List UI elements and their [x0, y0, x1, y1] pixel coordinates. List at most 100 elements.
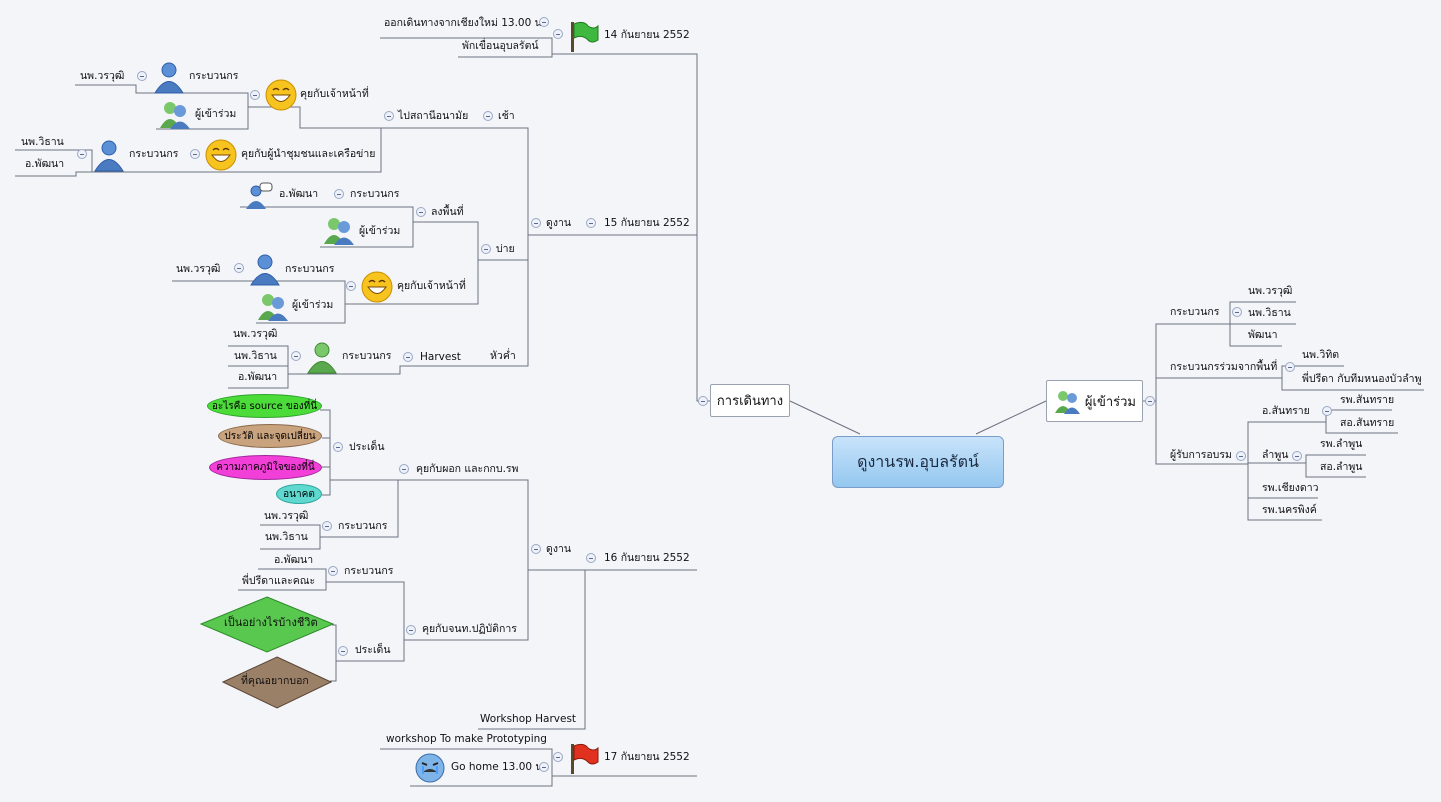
r-sansai[interactable]: อ.สันทราย	[1262, 405, 1310, 417]
collapse-facilitator-4[interactable]	[234, 263, 244, 273]
collapse-day3[interactable]	[586, 553, 596, 563]
participants-topic[interactable]: ผู้เข้าร่วม	[1046, 380, 1143, 422]
dr-worawut-4[interactable]: นพ.วรวุฒิ	[264, 510, 309, 522]
collapse-day2-visit[interactable]	[531, 218, 541, 228]
day3-date[interactable]: 16 กันยายน 2552	[604, 552, 690, 564]
collapse-afternoon[interactable]	[481, 244, 491, 254]
collapse-go-home[interactable]	[539, 762, 549, 772]
collapse-day1[interactable]	[553, 29, 563, 39]
journey-topic[interactable]: การเดินทาง	[710, 384, 790, 417]
collapse-facilitator-3[interactable]	[334, 189, 344, 199]
r-sansai-2[interactable]: สอ.สันทราย	[1340, 417, 1395, 429]
collapse-facilitator-6[interactable]	[322, 521, 332, 531]
a-pattana-4[interactable]: อ.พัฒนา	[274, 554, 314, 566]
r-fac-2[interactable]: นพ.วิธาน	[1248, 307, 1291, 319]
r-chiangdao[interactable]: รพ.เชียงดาว	[1262, 482, 1319, 494]
day2-evening[interactable]: หัวค่ำ	[490, 350, 516, 362]
day1-date[interactable]: 14 กันยายน 2552	[604, 29, 690, 41]
collapse-clinic[interactable]	[384, 111, 394, 121]
collapse-issues-1[interactable]	[333, 442, 343, 452]
participants-1[interactable]: ผู้เข้าร่วม	[195, 108, 237, 120]
collapse-field[interactable]	[416, 207, 426, 217]
day2-afternoon[interactable]: บ่าย	[496, 243, 515, 255]
collapse-r-lamphun[interactable]	[1292, 451, 1302, 461]
r-fac-1[interactable]: นพ.วรวุฒิ	[1248, 285, 1293, 297]
r-sansai-1[interactable]: รพ.สันทราย	[1340, 394, 1395, 406]
r-lamphun-1[interactable]: รพ.ลำพูน	[1320, 438, 1363, 450]
day3-workshop[interactable]: Workshop Harvest	[480, 713, 577, 725]
talk-officer-1[interactable]: คุยกับเจ้าหน้าที่	[300, 88, 369, 100]
dr-worawut-3[interactable]: นพ.วรวุฒิ	[233, 328, 278, 340]
collapse-day1-item[interactable]	[539, 17, 549, 27]
day1-departure[interactable]: ออกเดินทางจากเชียงใหม่ 13.00 น.	[384, 17, 546, 29]
collapse-facilitator-1[interactable]	[137, 71, 147, 81]
facilitator-3[interactable]: กระบวนกร	[350, 188, 400, 200]
r-trainees[interactable]: ผู้รับการอบรม	[1170, 449, 1232, 461]
dr-worawut-2[interactable]: นพ.วรวุฒิ	[176, 263, 221, 275]
r-lamphun[interactable]: ลำพูน	[1262, 449, 1289, 461]
issue-history[interactable]: ประวัติ และจุดเปลี่ยน	[218, 424, 322, 448]
root-topic[interactable]: ดูงานรพ.อุบลรัตน์	[832, 436, 1004, 488]
issues-1[interactable]: ประเด็น	[349, 441, 385, 453]
participants-3[interactable]: ผู้เข้าร่วม	[292, 299, 334, 311]
collapse-talk-leaders[interactable]	[190, 149, 200, 159]
collapse-participants[interactable]	[1145, 396, 1155, 406]
issue-future[interactable]: อนาคต	[276, 484, 322, 504]
collapse-r-trainees[interactable]	[1236, 451, 1246, 461]
day2-morning[interactable]: เช้า	[498, 110, 515, 122]
collapse-r-sansai[interactable]	[1322, 406, 1332, 416]
preeda-team[interactable]: พี่ปรีดาและคณะ	[242, 575, 316, 587]
day2-date[interactable]: 15 กันยายน 2552	[604, 217, 690, 229]
facilitator-7[interactable]: กระบวนกร	[344, 565, 394, 577]
facilitator-4[interactable]: กระบวนกร	[285, 263, 335, 275]
dr-withan-3[interactable]: นพ.วิธาน	[265, 531, 308, 543]
collapse-journey[interactable]	[698, 396, 708, 406]
r-local-2[interactable]: พี่ปรีดา กับทีมหนองบัวลำพู	[1302, 373, 1422, 385]
talk-staff[interactable]: คุยกับจนท.ปฏิบัติการ	[422, 623, 517, 635]
day3-visit[interactable]: ดูงาน	[546, 543, 572, 555]
day1-stay[interactable]: พักเขื่อนอุบลรัตน์	[462, 40, 539, 52]
day2-harvest[interactable]: Harvest	[420, 351, 461, 363]
day4-go-home[interactable]: Go home 13.00 น.	[451, 761, 546, 773]
a-pattana-1[interactable]: อ.พัฒนา	[25, 158, 65, 170]
facilitator-2[interactable]: กระบวนกร	[129, 148, 179, 160]
participants-2[interactable]: ผู้เข้าร่วม	[359, 225, 401, 237]
day2-field[interactable]: ลงพื้นที่	[431, 206, 464, 218]
issue-source[interactable]: อะไรคือ source ของที่นี่	[207, 394, 322, 418]
diamond-tell[interactable]	[222, 656, 332, 709]
dr-withan-2[interactable]: นพ.วิธาน	[234, 350, 277, 362]
dr-worawut-1[interactable]: นพ.วรวุฒิ	[80, 70, 125, 82]
day2-clinic[interactable]: ไปสถานีอนามัย	[398, 110, 469, 122]
collapse-harvest[interactable]	[403, 352, 413, 362]
collapse-talk-director[interactable]	[399, 464, 409, 474]
collapse-facilitator-7[interactable]	[328, 566, 338, 576]
collapse-facilitator-5[interactable]	[291, 351, 301, 361]
r-local-1[interactable]: นพ.วิทิต	[1302, 349, 1340, 361]
r-facilitators[interactable]: กระบวนกร	[1170, 306, 1220, 318]
collapse-morning[interactable]	[483, 111, 493, 121]
collapse-day4[interactable]	[553, 752, 563, 762]
facilitator-5[interactable]: กระบวนกร	[342, 350, 392, 362]
diamond-life[interactable]	[200, 596, 334, 653]
talk-leaders[interactable]: คุยกับผู้นำชุมชนและเครือข่าย	[241, 148, 376, 160]
a-pattana-2[interactable]: อ.พัฒนา	[279, 188, 319, 200]
collapse-day3-visit[interactable]	[531, 544, 541, 554]
talk-director[interactable]: คุยกับผอก และกกบ.รพ	[416, 463, 519, 475]
a-pattana-3[interactable]: อ.พัฒนา	[238, 371, 278, 383]
issues-2[interactable]: ประเด็น	[355, 644, 391, 656]
collapse-talk-staff[interactable]	[406, 625, 416, 635]
collapse-issues-2[interactable]	[338, 646, 348, 656]
dr-withan-1[interactable]: นพ.วิธาน	[21, 136, 64, 148]
collapse-talk-officer-1[interactable]	[250, 90, 260, 100]
facilitator-6[interactable]: กระบวนกร	[338, 520, 388, 532]
issue-pride[interactable]: ความภาคภูมิใจของที่นี่	[209, 455, 322, 480]
collapse-r-local[interactable]	[1285, 362, 1295, 372]
day4-workshop[interactable]: workshop To make Prototyping	[386, 733, 547, 745]
r-nakhonping[interactable]: รพ.นครพิงค์	[1262, 504, 1317, 516]
talk-officer-2[interactable]: คุยกับเจ้าหน้าที่	[397, 280, 466, 292]
day4-date[interactable]: 17 กันยายน 2552	[604, 751, 690, 763]
r-lamphun-2[interactable]: สอ.ลำพูน	[1320, 461, 1363, 473]
day2-visit[interactable]: ดูงาน	[546, 217, 572, 229]
collapse-day2[interactable]	[586, 218, 596, 228]
collapse-facilitator-2[interactable]	[77, 149, 87, 159]
